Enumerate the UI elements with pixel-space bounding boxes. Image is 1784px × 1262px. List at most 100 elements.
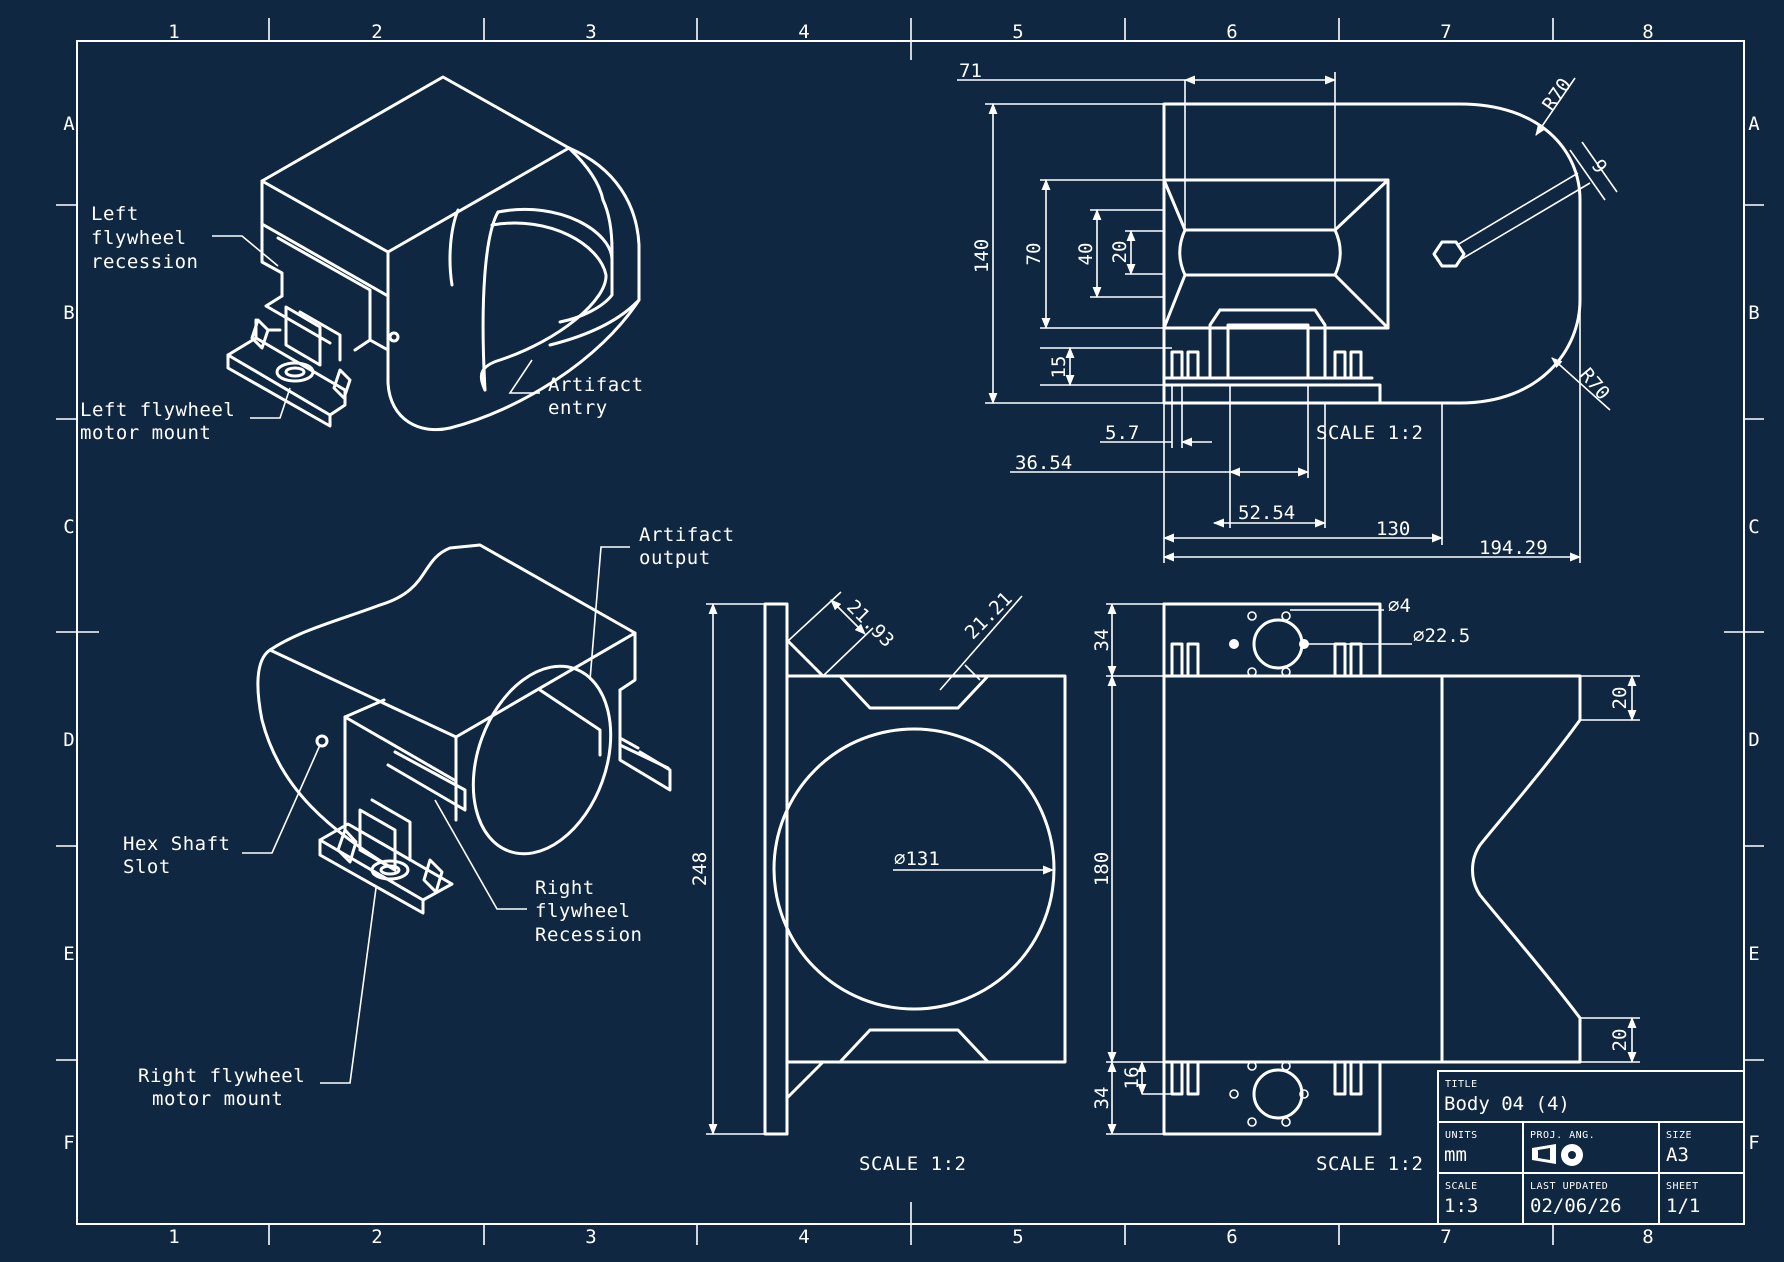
dim-21-21: 21.21 bbox=[961, 588, 1017, 644]
dim-9: 9 bbox=[1587, 156, 1612, 178]
isometric-view-front bbox=[226, 75, 641, 432]
top-view-scale: SCALE 1:2 bbox=[1316, 422, 1423, 444]
label-right-flywheel-recession-3: Recession bbox=[535, 924, 642, 946]
dim-r70-bottom: R70 bbox=[1575, 364, 1614, 404]
callouts-view-2: Artifact output Hex Shaft Slot Right fly… bbox=[123, 524, 735, 1110]
dim-36-54: 36.54 bbox=[1015, 452, 1072, 474]
col-label-bottom: 4 bbox=[798, 1226, 809, 1248]
dim-21-93: 21.93 bbox=[842, 596, 898, 652]
col-label-top: 8 bbox=[1642, 21, 1653, 43]
col-label-bottom: 7 bbox=[1440, 1226, 1451, 1248]
front-view-dimensions: 34 180 34 16 ⌀4 ⌀22.5 20 20 SCALE 1:2 bbox=[1091, 595, 1640, 1175]
proj-angle-label: PROJ. ANG. bbox=[1530, 1130, 1595, 1141]
dim-194-29: 194.29 bbox=[1479, 537, 1548, 559]
last-updated-label: LAST UPDATED bbox=[1530, 1181, 1608, 1192]
col-label-bottom: 2 bbox=[371, 1226, 382, 1248]
front-view-scale: SCALE 1:2 bbox=[1316, 1153, 1423, 1175]
label-left-motor-mount-1: Left flywheel bbox=[80, 399, 235, 421]
zone-labels: 1 2 3 4 5 6 7 8 1 2 3 4 5 6 7 8 A B C D … bbox=[63, 21, 1760, 1248]
dim-34-bottom: 34 bbox=[1091, 1087, 1113, 1110]
sheet-value: 1/1 bbox=[1666, 1195, 1700, 1217]
sheet-label: SHEET bbox=[1666, 1181, 1699, 1192]
title-label: TITLE bbox=[1445, 1079, 1478, 1090]
row-label-left: A bbox=[63, 113, 75, 135]
callouts-view-1: Left flywheel recession Artifact entry L… bbox=[80, 203, 644, 444]
label-right-flywheel-recession-1: Right bbox=[535, 877, 595, 899]
dim-131: ⌀131 bbox=[894, 848, 940, 870]
dim-r70-top: R70 bbox=[1538, 74, 1576, 115]
top-view-dimensions: 71 140 70 40 20 15 R70 R70 9 5.7 36.54 5… bbox=[957, 60, 1618, 563]
label-hex-shaft-slot-2: Slot bbox=[123, 856, 171, 878]
sheet-border bbox=[56, 18, 1764, 1245]
row-label-right: A bbox=[1748, 113, 1760, 135]
col-label-bottom: 6 bbox=[1226, 1226, 1237, 1248]
col-label-top: 3 bbox=[585, 21, 596, 43]
row-label-right: F bbox=[1748, 1132, 1759, 1154]
dim-71: 71 bbox=[959, 60, 982, 82]
dim-16: 16 bbox=[1121, 1067, 1143, 1090]
label-artifact-output-1: Artifact bbox=[639, 524, 735, 546]
dim-20: 20 bbox=[1109, 241, 1131, 264]
col-label-top: 5 bbox=[1012, 21, 1023, 43]
dim-5-7: 5.7 bbox=[1105, 422, 1139, 444]
row-label-right: B bbox=[1748, 302, 1759, 324]
dim-dia-22-5: ⌀22.5 bbox=[1413, 625, 1470, 647]
col-label-top: 4 bbox=[798, 21, 809, 43]
col-label-bottom: 3 bbox=[585, 1226, 596, 1248]
units-label: UNITS bbox=[1445, 1130, 1478, 1141]
label-left-motor-mount-2: motor mount bbox=[80, 422, 211, 444]
label-artifact-entry-2: entry bbox=[548, 397, 608, 419]
side-view-scale: SCALE 1:2 bbox=[859, 1153, 966, 1175]
col-label-top: 2 bbox=[371, 21, 382, 43]
label-right-motor-mount-2: motor mount bbox=[152, 1088, 283, 1110]
dim-180: 180 bbox=[1091, 852, 1113, 886]
title-block: TITLE Body 04 (4) UNITS mm PROJ. ANG. SI… bbox=[1437, 1070, 1745, 1225]
row-label-right: C bbox=[1748, 516, 1759, 538]
title-value: Body 04 (4) bbox=[1444, 1093, 1570, 1115]
dim-130: 130 bbox=[1376, 518, 1410, 540]
projection-angle-icon bbox=[1532, 1144, 1583, 1166]
label-right-flywheel-recession-2: flywheel bbox=[535, 900, 631, 922]
row-label-left: C bbox=[63, 516, 74, 538]
label-left-flywheel-recession-2: flywheel bbox=[91, 227, 187, 249]
row-label-left: B bbox=[63, 302, 74, 324]
dim-34-top: 34 bbox=[1091, 629, 1113, 652]
label-artifact-entry-1: Artifact bbox=[548, 374, 644, 396]
dim-140: 140 bbox=[971, 239, 993, 273]
col-label-top: 6 bbox=[1226, 21, 1237, 43]
col-label-bottom: 5 bbox=[1012, 1226, 1023, 1248]
isometric-view-rear bbox=[256, 543, 672, 915]
units-value: mm bbox=[1444, 1144, 1467, 1166]
dim-20-bottom: 20 bbox=[1609, 1029, 1631, 1052]
dim-248: 248 bbox=[689, 852, 711, 886]
row-label-left: D bbox=[63, 729, 74, 751]
label-left-flywheel-recession-1: Left bbox=[91, 203, 139, 225]
row-label-right: E bbox=[1748, 943, 1759, 965]
size-label: SIZE bbox=[1666, 1130, 1692, 1141]
dim-20-top: 20 bbox=[1609, 687, 1631, 710]
row-label-left: E bbox=[63, 943, 74, 965]
scale-label: SCALE bbox=[1445, 1181, 1478, 1192]
dim-dia-4: ⌀4 bbox=[1388, 595, 1411, 617]
label-left-flywheel-recession-3: recession bbox=[91, 251, 198, 273]
row-label-left: F bbox=[63, 1132, 74, 1154]
col-label-top: 1 bbox=[168, 21, 179, 43]
front-view bbox=[1162, 602, 1582, 1136]
last-updated-value: 02/06/26 bbox=[1530, 1195, 1622, 1217]
row-label-right: D bbox=[1748, 729, 1759, 751]
scale-value: 1:3 bbox=[1444, 1195, 1478, 1217]
dim-70: 70 bbox=[1023, 243, 1045, 266]
top-view bbox=[1162, 102, 1591, 405]
col-label-top: 7 bbox=[1440, 21, 1451, 43]
label-artifact-output-2: output bbox=[639, 547, 711, 569]
col-label-bottom: 1 bbox=[168, 1226, 179, 1248]
dim-52-54: 52.54 bbox=[1238, 502, 1295, 524]
dim-15: 15 bbox=[1048, 356, 1070, 379]
col-label-bottom: 8 bbox=[1642, 1226, 1653, 1248]
label-hex-shaft-slot-1: Hex Shaft bbox=[123, 833, 230, 855]
side-view bbox=[763, 602, 1067, 1136]
dim-40: 40 bbox=[1075, 243, 1097, 266]
size-value: A3 bbox=[1666, 1144, 1689, 1166]
label-right-motor-mount-1: Right flywheel bbox=[138, 1065, 305, 1087]
